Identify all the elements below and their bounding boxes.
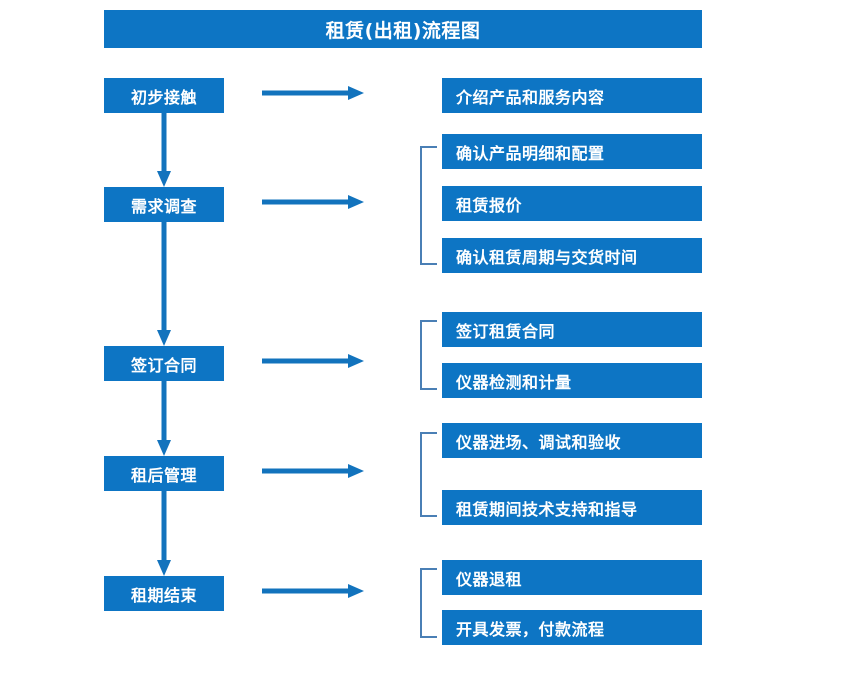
bracket-lease-end-group: [420, 568, 438, 638]
detail-box-instrument-entry-debug[interactable]: 仪器进场、调试和验收: [442, 423, 702, 458]
detail-box-confirm-period-delivery[interactable]: 确认租赁周期与交货时间: [442, 238, 702, 273]
stage-box-demand-survey[interactable]: 需求调查: [104, 187, 224, 222]
bracket-sign-contract-group: [420, 320, 438, 390]
detail-box-instrument-inspection[interactable]: 仪器检测和计量: [442, 363, 702, 398]
stage-box-sign-contract[interactable]: 签订合同: [104, 346, 224, 381]
bracket-demand-survey-group: [420, 146, 438, 265]
bracket-post-rental-group: [420, 432, 438, 517]
detail-box-rental-quotation[interactable]: 租赁报价: [442, 186, 702, 221]
arrow-down-demand-survey-to-sign-contract: [157, 222, 171, 346]
arrow-down-initial-contact-to-demand-survey: [157, 113, 171, 187]
stage-box-post-rental-management[interactable]: 租后管理: [104, 456, 224, 491]
detail-box-confirm-product-spec[interactable]: 确认产品明细和配置: [442, 134, 702, 169]
arrow-right-lease-end-to-details: [262, 584, 364, 598]
arrow-right-demand-survey-to-details: [262, 195, 364, 209]
arrow-right-sign-contract-to-details: [262, 354, 364, 368]
detail-box-invoice-payment[interactable]: 开具发票，付款流程: [442, 610, 702, 645]
arrow-right-initial-contact-to-intro: [262, 86, 364, 100]
arrow-down-post-rental-to-lease-end: [157, 491, 171, 576]
page-title: 租赁(出租)流程图: [104, 10, 702, 48]
stage-box-initial-contact[interactable]: 初步接触: [104, 78, 224, 113]
detail-box-introduce-products-services[interactable]: 介绍产品和服务内容: [442, 78, 702, 113]
arrow-down-sign-contract-to-post-rental: [157, 381, 171, 456]
stage-box-lease-end[interactable]: 租期结束: [104, 576, 224, 611]
arrow-right-post-rental-to-details: [262, 464, 364, 478]
detail-box-instrument-return[interactable]: 仪器退租: [442, 560, 702, 595]
detail-box-tech-support-during-rental[interactable]: 租赁期间技术支持和指导: [442, 490, 702, 525]
detail-box-sign-rental-contract[interactable]: 签订租赁合同: [442, 312, 702, 347]
